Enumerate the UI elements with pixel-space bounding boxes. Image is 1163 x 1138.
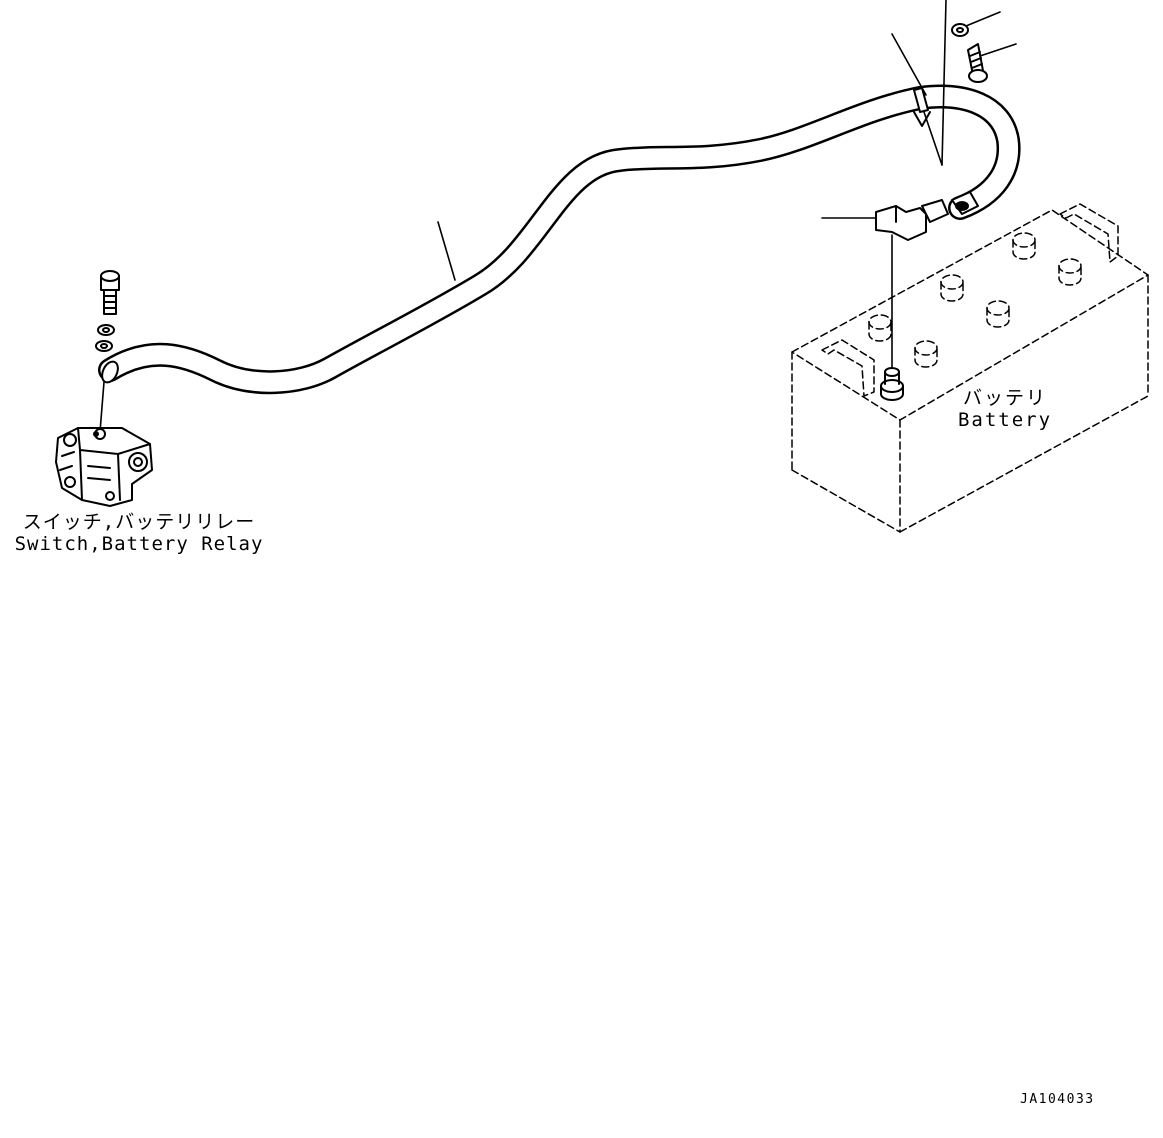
battery-cable (98, 84, 1021, 395)
washer-left (95, 340, 113, 352)
battery-label-jp: バッテリ (962, 387, 1047, 409)
battery-label-en: Battery (957, 408, 1053, 431)
bolt-top (967, 43, 988, 83)
battery-label: バッテリ Battery (950, 387, 1060, 432)
relay-label-jp: スイッチ,バッテリリレー (22, 511, 256, 533)
washer-top (951, 23, 969, 37)
lock-washer-left (97, 324, 115, 336)
battery (791, 203, 1149, 533)
battery-relay-switch (55, 427, 153, 507)
relay-label-en: Switch,Battery Relay (14, 532, 264, 555)
terminal-cover (875, 199, 949, 241)
leader-lines (99, 0, 1017, 433)
drawing-code: JA104033 (1020, 1092, 1095, 1107)
battery-terminal (880, 367, 904, 401)
battery-caps (868, 232, 1082, 368)
battery-handles (821, 203, 1119, 397)
relay-label: スイッチ,バッテリリレー Switch,Battery Relay (8, 511, 270, 556)
bolt-left (100, 270, 120, 315)
